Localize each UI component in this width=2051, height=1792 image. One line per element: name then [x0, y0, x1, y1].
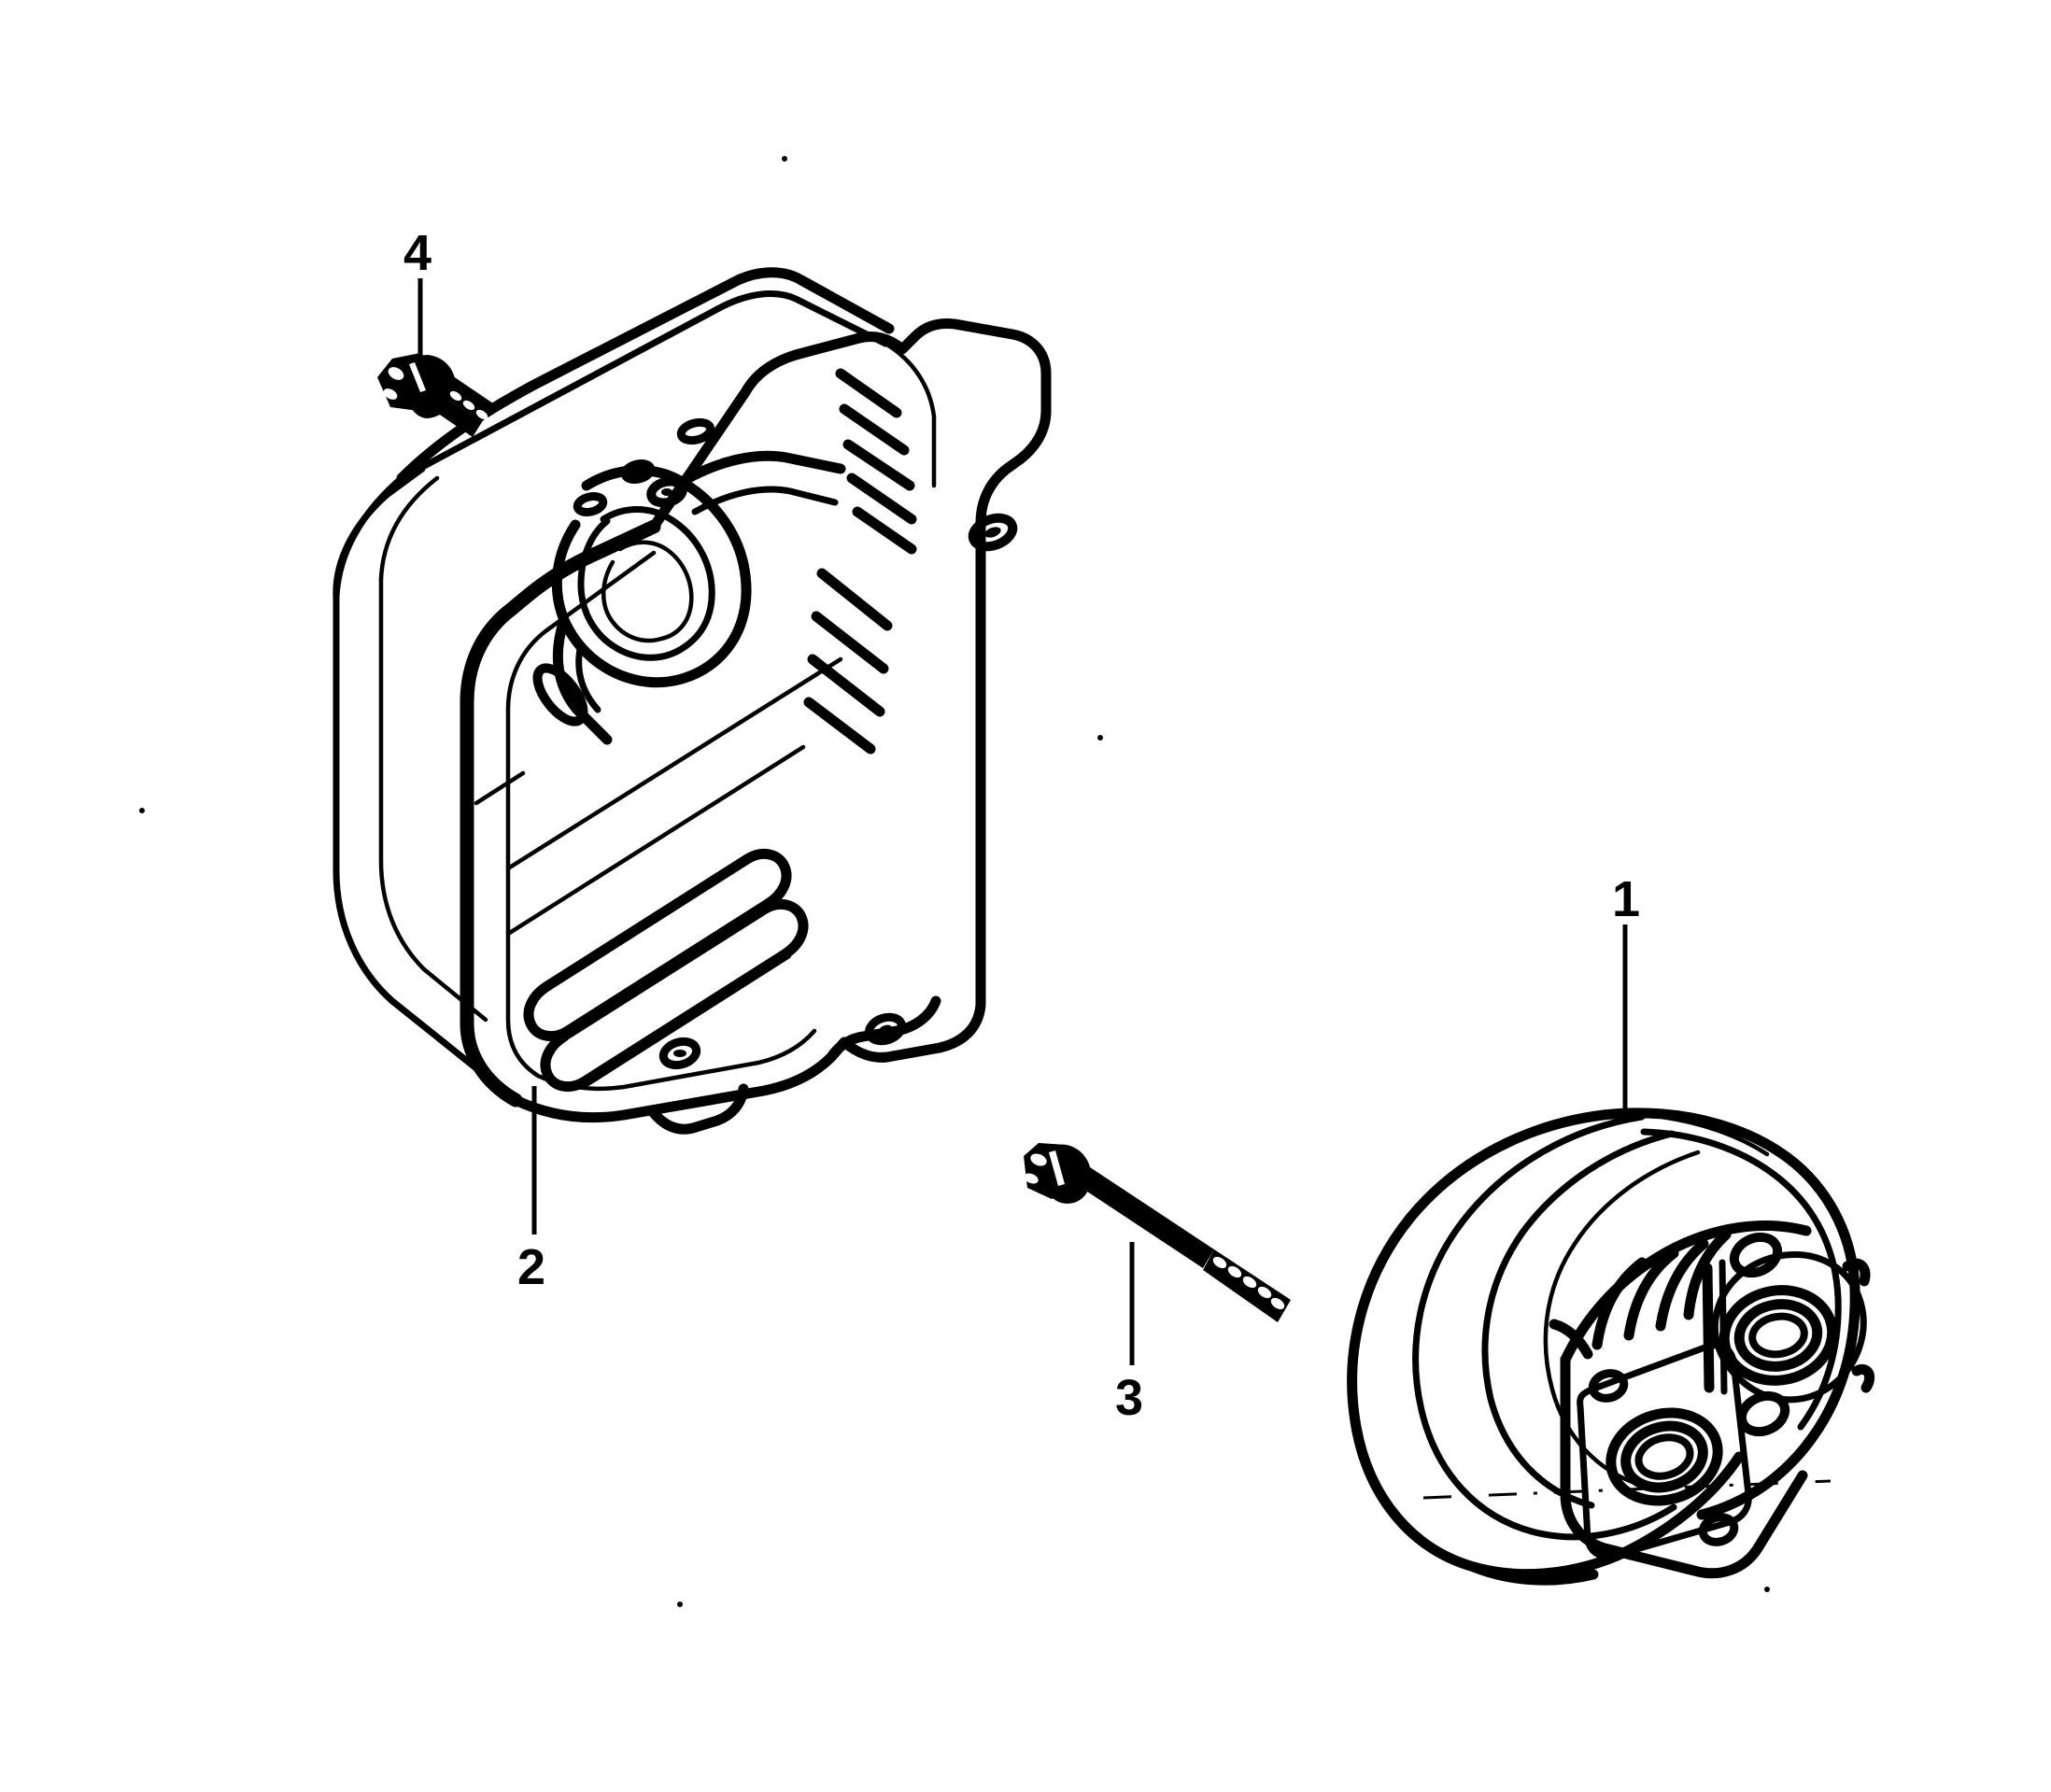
part-muffler-body[interactable] [1347, 1108, 1875, 1586]
cooling-fins [1549, 1229, 1732, 1360]
callout-label-3: 3 [1115, 1370, 1144, 1426]
part-muffler-protector-cover[interactable] [332, 267, 1052, 1135]
vent-slots-upper [835, 368, 917, 555]
scan-speck [1097, 735, 1103, 741]
scan-speck [782, 156, 787, 162]
scan-speck [139, 808, 145, 813]
callout-leader-lines [417, 278, 1628, 1365]
scan-speck [677, 1602, 683, 1607]
part-short-flange-bolt[interactable] [377, 353, 493, 437]
vent-slots-lower [523, 848, 809, 1093]
callout-label-2: 2 [517, 1239, 546, 1295]
callout-label-4: 4 [403, 225, 432, 281]
scan-speck [1764, 1587, 1770, 1592]
part-long-flange-bolt[interactable] [1023, 1143, 1291, 1322]
callout-label-1: 1 [1612, 871, 1641, 927]
vent-slots-mid [803, 568, 893, 755]
